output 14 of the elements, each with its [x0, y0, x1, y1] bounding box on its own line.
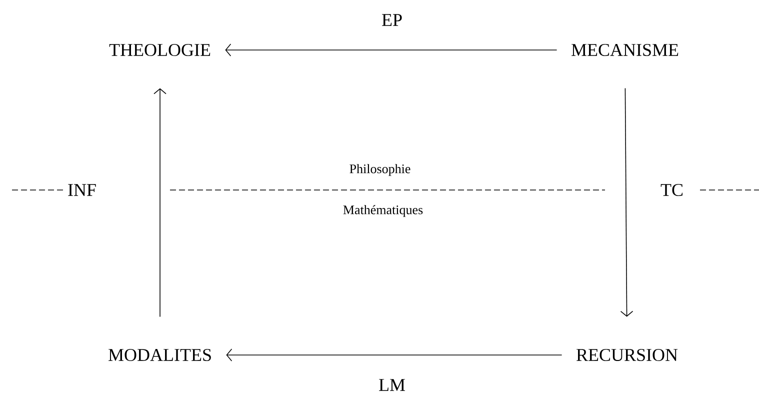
node-label: MECANISME	[572, 44, 678, 56]
edge-label: INF	[66, 182, 99, 198]
region-label: Mathématiques	[340, 203, 426, 219]
arrow	[620, 88, 634, 317]
region-label: Philosophie	[347, 162, 413, 178]
node-label: THEOLOGIE	[109, 44, 210, 56]
node-label: MODALITES	[108, 348, 211, 362]
edge-label: TC	[658, 182, 686, 198]
edge-label: EP	[380, 12, 404, 28]
arrow	[225, 44, 558, 56]
arrow	[154, 88, 166, 318]
edge-label: LM	[376, 377, 408, 393]
arrow	[226, 348, 562, 362]
node-label: RECURSION	[576, 348, 678, 362]
